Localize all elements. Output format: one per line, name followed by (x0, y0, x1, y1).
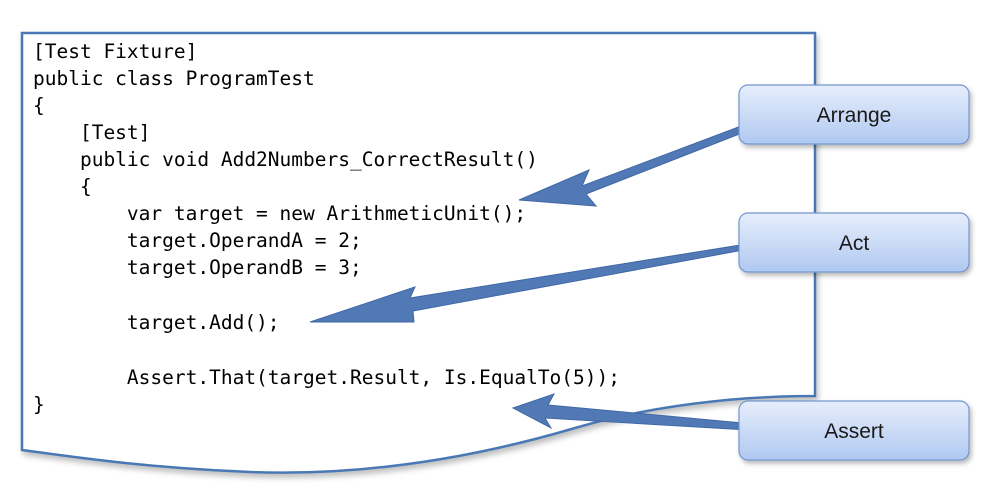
act-label: Act (839, 232, 870, 255)
arrows (309, 116, 766, 432)
code-line: public void Add2Numbers_CorrectResult() (33, 148, 538, 171)
arrange-callout: Arrange (738, 84, 970, 145)
arrange-arrow (518, 116, 766, 207)
act-arrow (309, 240, 766, 323)
code-line: target.OperandB = 3; (33, 256, 362, 279)
code-line: target.Add(); (33, 311, 280, 334)
assert-arrow (511, 393, 766, 432)
code-block: [Test Fixture] public class ProgramTest … (33, 40, 620, 416)
code-line: { (33, 94, 45, 117)
code-line: } (33, 393, 45, 416)
code-line: { (33, 175, 92, 198)
code-line: public class ProgramTest (33, 67, 315, 90)
act-callout: Act (738, 212, 970, 273)
assert-label: Assert (824, 420, 884, 443)
code-line: var target = new ArithmeticUnit(); (33, 202, 526, 225)
code-line: target.OperandA = 2; (33, 229, 362, 252)
arrange-label: Arrange (817, 104, 892, 127)
code-document (20, 31, 817, 474)
code-line: [Test] (33, 121, 150, 144)
code-line: [Test Fixture] (33, 40, 197, 63)
code-line: Assert.That(target.Result, Is.EqualTo(5)… (33, 366, 620, 389)
assert-callout: Assert (738, 400, 970, 461)
